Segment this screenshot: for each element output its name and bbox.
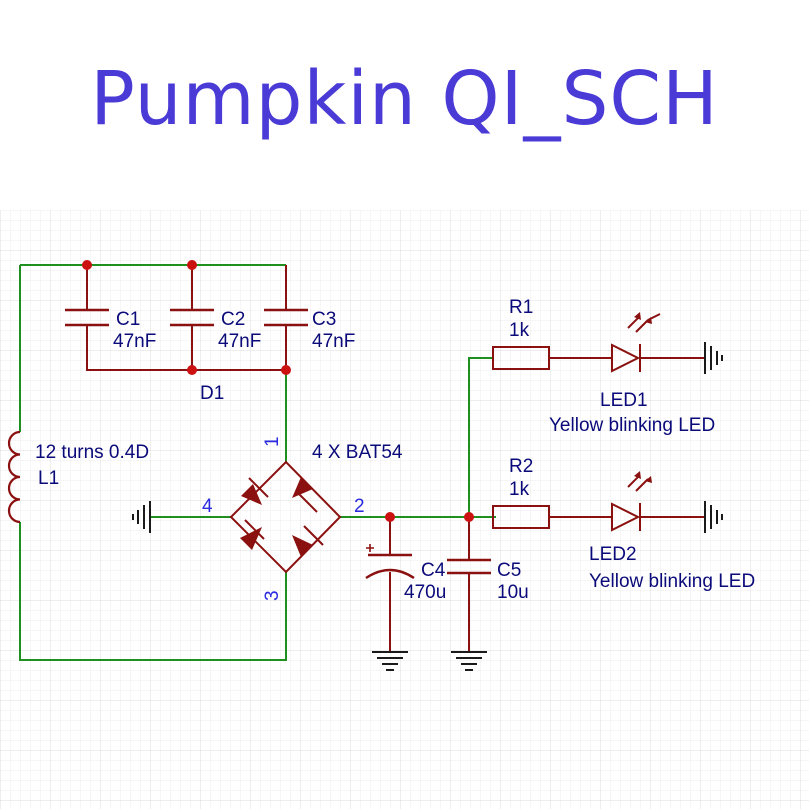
pin-2-label: 2 <box>354 496 365 517</box>
capacitor-c4 <box>365 544 415 580</box>
resistor-r1 <box>492 346 550 370</box>
pin-1-label: 1 <box>262 436 283 447</box>
c3-ref: C3 <box>312 309 336 330</box>
ground-left <box>132 501 151 533</box>
led1-symbol <box>611 312 661 373</box>
l1-ref: L1 <box>38 468 59 489</box>
r2-ref: R2 <box>509 456 533 477</box>
ground-c4 <box>372 651 408 671</box>
ground-symbol <box>372 651 408 671</box>
diode-symbol <box>241 484 262 505</box>
ground-symbol <box>132 501 151 533</box>
ground-led1 <box>704 342 723 374</box>
led1-value: Yellow blinking LED <box>549 415 715 436</box>
resistor-r2 <box>492 505 550 529</box>
c5-value: 10u <box>497 582 529 603</box>
diode-symbol <box>292 535 313 557</box>
ground-symbol <box>704 342 723 374</box>
r1-value: 1k <box>509 320 530 341</box>
grid-background <box>0 210 809 809</box>
page-title: Pumpkin QI_SCH <box>90 56 719 142</box>
capacitor-symbol <box>447 558 491 575</box>
c4-value: 470u <box>404 582 446 603</box>
capacitor-c1 <box>65 308 109 327</box>
l1-value: 12 turns 0.4D <box>35 442 149 463</box>
c2-value: 47nF <box>218 331 261 352</box>
c1-ref: C1 <box>116 309 140 330</box>
junctions <box>82 260 474 522</box>
capacitor-c5 <box>447 558 491 575</box>
led2-ref: LED2 <box>589 544 637 565</box>
ground-c5 <box>451 651 487 671</box>
c2-ref: C2 <box>221 309 245 330</box>
led1-ref: LED1 <box>600 390 648 411</box>
d1-value: 4 X BAT54 <box>312 442 403 463</box>
capacitor-c2 <box>170 308 214 327</box>
capacitor-symbol <box>170 308 214 327</box>
component-leads <box>86 265 705 652</box>
led2-symbol <box>611 471 652 532</box>
capacitor-c3 <box>264 308 308 327</box>
c5-ref: C5 <box>497 560 521 581</box>
c3-value: 47nF <box>312 331 355 352</box>
bridge-rectifier-d1 <box>229 460 342 574</box>
c1-value: 47nF <box>113 331 156 352</box>
pin-3-label: 3 <box>262 590 283 601</box>
capacitor-symbol <box>264 308 308 327</box>
led2-value: Yellow blinking LED <box>589 571 755 592</box>
diode-symbol <box>292 477 313 498</box>
circuit-schematic: C1 47nF C2 47nF C3 47nF D1 4 X BAT54 12 … <box>0 210 809 809</box>
wires <box>19 264 496 661</box>
r1-ref: R1 <box>509 297 533 318</box>
ground-symbol <box>704 501 723 533</box>
pin-4-label: 4 <box>202 496 213 517</box>
inductor-symbol <box>7 430 21 524</box>
ground-led2 <box>704 501 723 533</box>
ground-symbol <box>451 651 487 671</box>
c4-ref: C4 <box>421 560 446 581</box>
d1-ref: D1 <box>200 383 224 404</box>
r2-value: 1k <box>509 479 530 500</box>
capacitor-symbol <box>65 308 109 327</box>
